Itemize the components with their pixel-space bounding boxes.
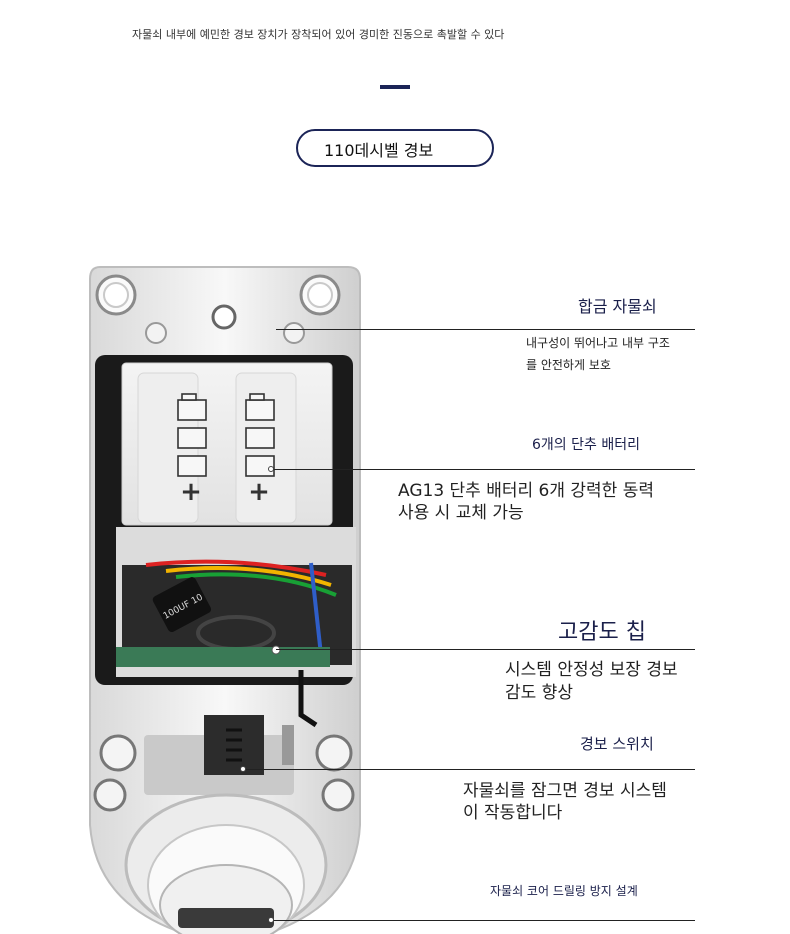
callout-heading-battery: 6개의 단추 배터리 bbox=[532, 437, 640, 453]
callout-dot-core bbox=[268, 917, 274, 923]
callout-line-core bbox=[274, 920, 695, 921]
callout-desc-switch-2: 이 작동합니다 bbox=[463, 803, 563, 823]
callout-desc-switch-1: 자물쇠를 잠그면 경보 시스템 bbox=[463, 781, 667, 801]
callout-heading-chip: 고감도 칩 bbox=[558, 620, 646, 645]
callout-line-alloy bbox=[276, 329, 695, 330]
lock-illustration: + + 100UF 10 bbox=[86, 265, 366, 934]
alarm-badge: 110데시벨 경보 bbox=[296, 129, 494, 167]
battery-plus-left: + bbox=[180, 477, 202, 507]
callout-desc-alloy-2: 를 안전하게 보호 bbox=[526, 358, 611, 372]
subtitle: 자물쇠 내부에 예민한 경보 장치가 장착되어 있어 경미한 진동으로 촉발할 … bbox=[132, 28, 505, 41]
callout-heading-core: 자물쇠 코어 드릴링 방지 설계 bbox=[490, 884, 638, 898]
callout-dot-battery bbox=[268, 466, 274, 472]
callout-desc-alloy-1: 내구성이 뛰어나고 내부 구조 bbox=[526, 336, 670, 350]
callout-desc-chip-2: 감도 향상 bbox=[505, 683, 573, 703]
callout-line-switch bbox=[246, 769, 695, 770]
callout-heading-switch: 경보 스위치 bbox=[580, 735, 654, 753]
callout-line-chip bbox=[276, 649, 695, 650]
battery-plus-right: + bbox=[248, 477, 270, 507]
accent-divider bbox=[380, 85, 410, 89]
callout-dot-switch bbox=[240, 766, 246, 772]
callout-desc-chip-1: 시스템 안정성 보장 경보 bbox=[505, 660, 678, 680]
alarm-badge-label: 110데시벨 경보 bbox=[324, 141, 434, 160]
lock-drawing: + + 100UF 10 bbox=[89, 266, 361, 934]
callout-desc-battery-1: AG13 단추 배터리 6개 강력한 동력 bbox=[398, 481, 655, 501]
callout-desc-battery-2: 사용 시 교체 가능 bbox=[398, 503, 524, 523]
callout-heading-alloy: 합금 자물쇠 bbox=[578, 297, 657, 316]
callout-line-battery bbox=[274, 469, 695, 470]
